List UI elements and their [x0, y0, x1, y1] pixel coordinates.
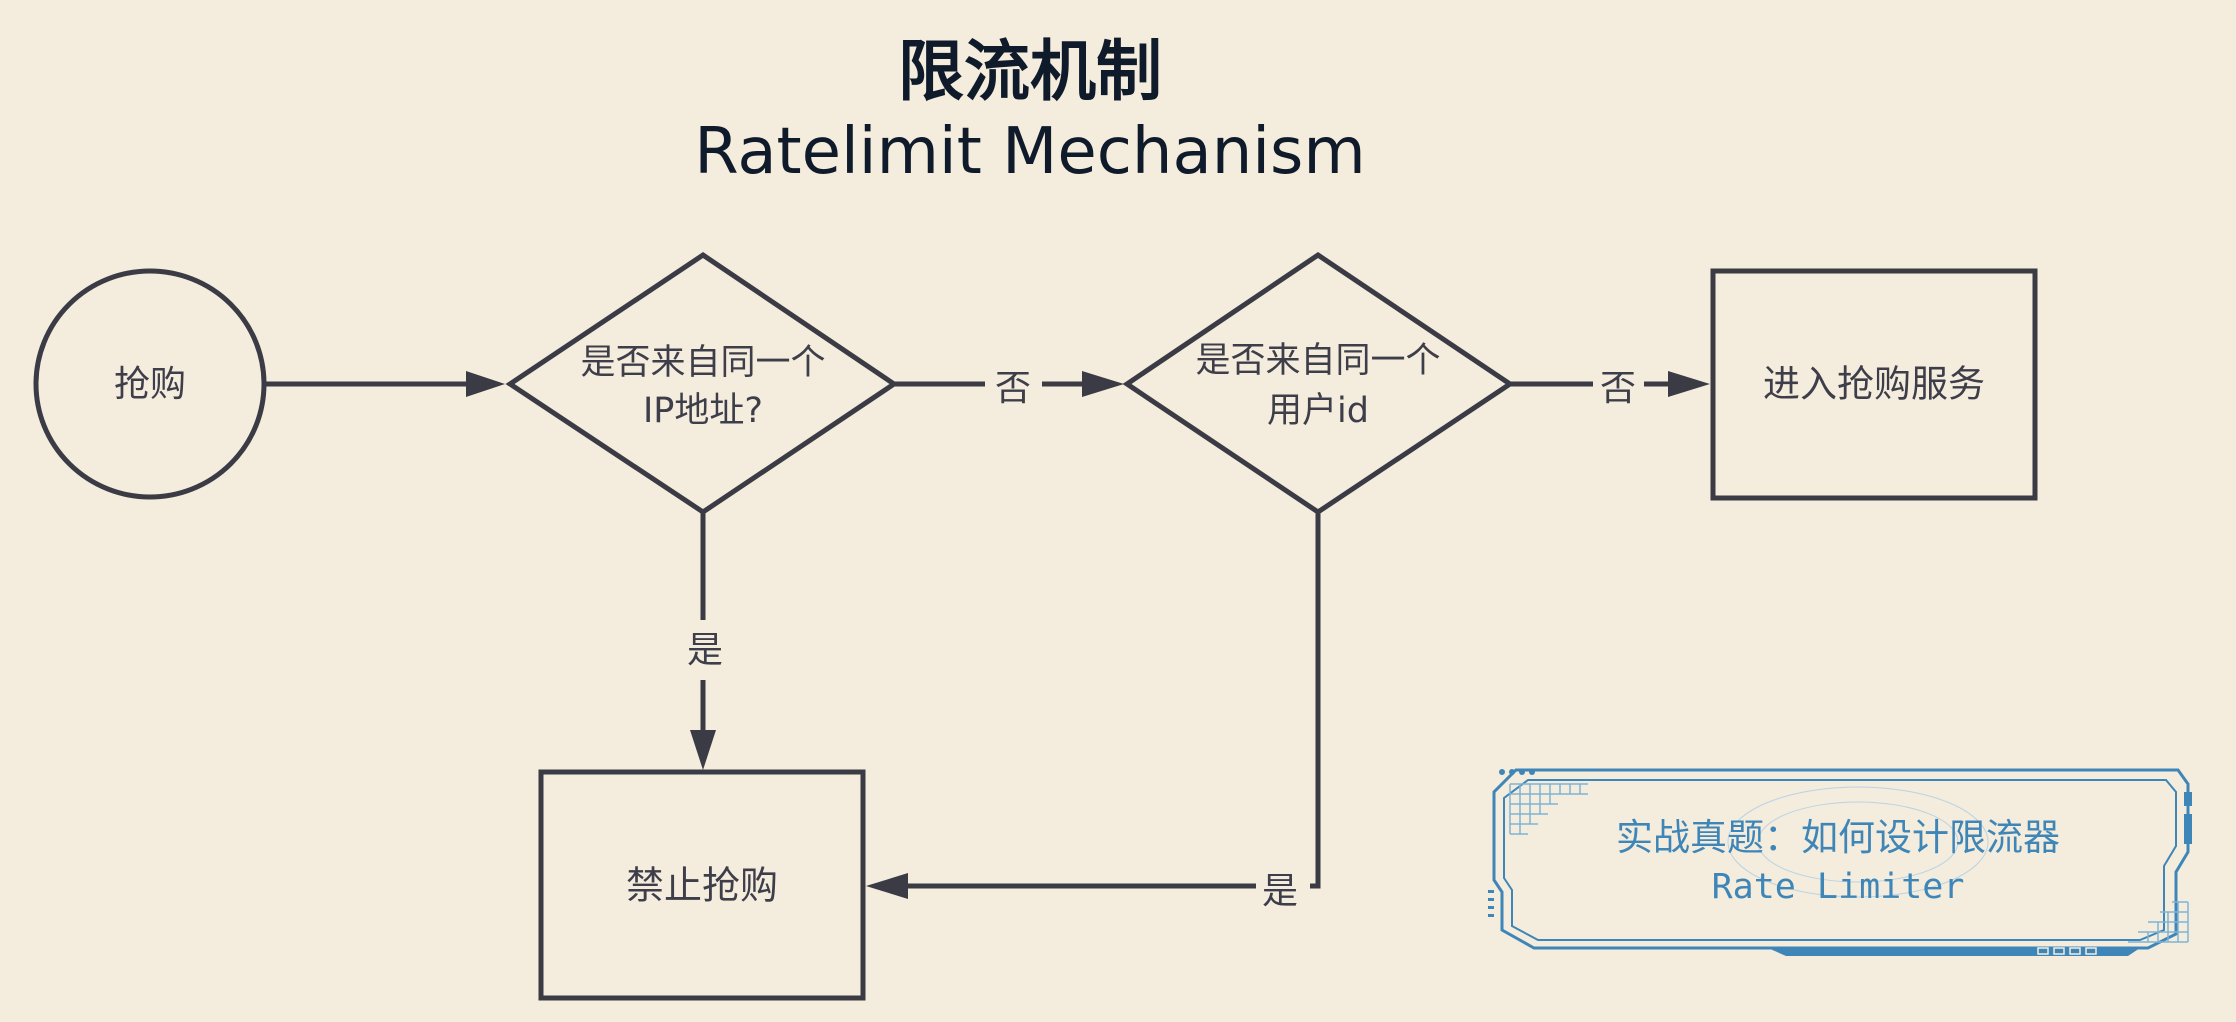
- badge-bottom-bar: [1768, 948, 2140, 956]
- block-node: [538, 769, 866, 1001]
- start-node-label: 抢购: [114, 364, 186, 405]
- enter-service-node: [1710, 268, 2038, 501]
- decision-ip-node: [505, 251, 899, 516]
- enter-service-label: 进入抢购服务: [1763, 363, 1985, 406]
- title-block: 限流机制 Ratelimit Mechanism: [0, 30, 2060, 190]
- block-label: 禁止抢购: [626, 864, 778, 908]
- badge-orbit: [1727, 786, 1989, 898]
- decision-user-label-1: 是否来自同一个: [1195, 341, 1440, 381]
- label-yes-user: 是: [1262, 871, 1298, 912]
- edge-start-to-ip: [264, 371, 505, 397]
- decision-user-node: [1122, 251, 1515, 516]
- decision-ip-label-2: IP地址?: [643, 391, 763, 431]
- page-title-en: Ratelimit Mechanism: [694, 115, 1366, 189]
- badge-dots: [1499, 769, 1535, 775]
- badge-bottom-slots: [2037, 947, 2097, 955]
- label-yes-ip: 是: [687, 630, 723, 671]
- badge-side-ticks: [1488, 792, 2192, 917]
- badge-grid-br: [2128, 901, 2189, 943]
- edge-ip-to-block: [690, 512, 716, 770]
- page-title-zh: 限流机制: [898, 33, 1162, 110]
- decision-ip-label-1: 是否来自同一个: [580, 343, 825, 383]
- badge-text: 实战真题：如何设计限流器 Rate Limiter: [1488, 812, 2188, 910]
- badge-orbit-inner: [1757, 801, 1959, 883]
- badge-title-en: Rate Limiter: [1711, 867, 1965, 907]
- edge-ip-to-user: [894, 371, 1124, 397]
- badge-title-zh: 实战真题：如何设计限流器: [1616, 816, 2060, 859]
- label-no-ip: 否: [995, 368, 1031, 409]
- label-no-user: 否: [1600, 368, 1636, 409]
- edge-user-to-block: [866, 512, 1321, 899]
- badge-grid-tl: [1509, 783, 1588, 835]
- decision-user-label-2: 用户id: [1267, 391, 1369, 431]
- badge-frame: [1488, 768, 2192, 956]
- topic-badge: 实战真题：如何设计限流器 Rate Limiter: [1488, 762, 2208, 962]
- edge-user-to-enter: [1510, 371, 1710, 397]
